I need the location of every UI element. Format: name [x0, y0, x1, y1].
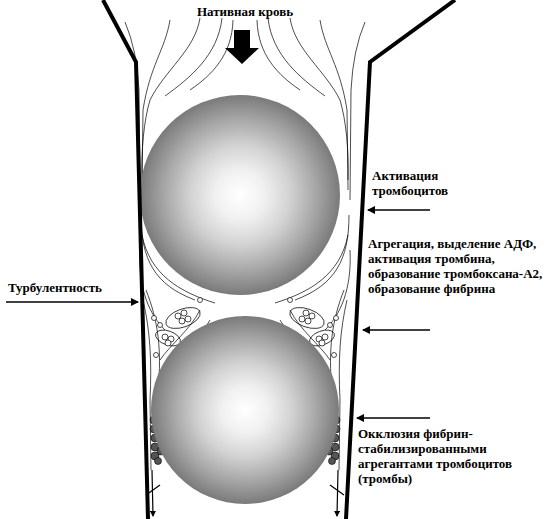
turbulence-label: Турбулентность: [8, 280, 128, 295]
aggregation-label: Агрегация, выделение АДФ, активация тром…: [368, 236, 550, 296]
activation-label: Активация тромбоцитов: [372, 168, 492, 198]
occlusion-label: Окклюзия фибрин- стабилизированными агре…: [358, 426, 550, 486]
inflow-label: Нативная кровь: [160, 4, 330, 19]
